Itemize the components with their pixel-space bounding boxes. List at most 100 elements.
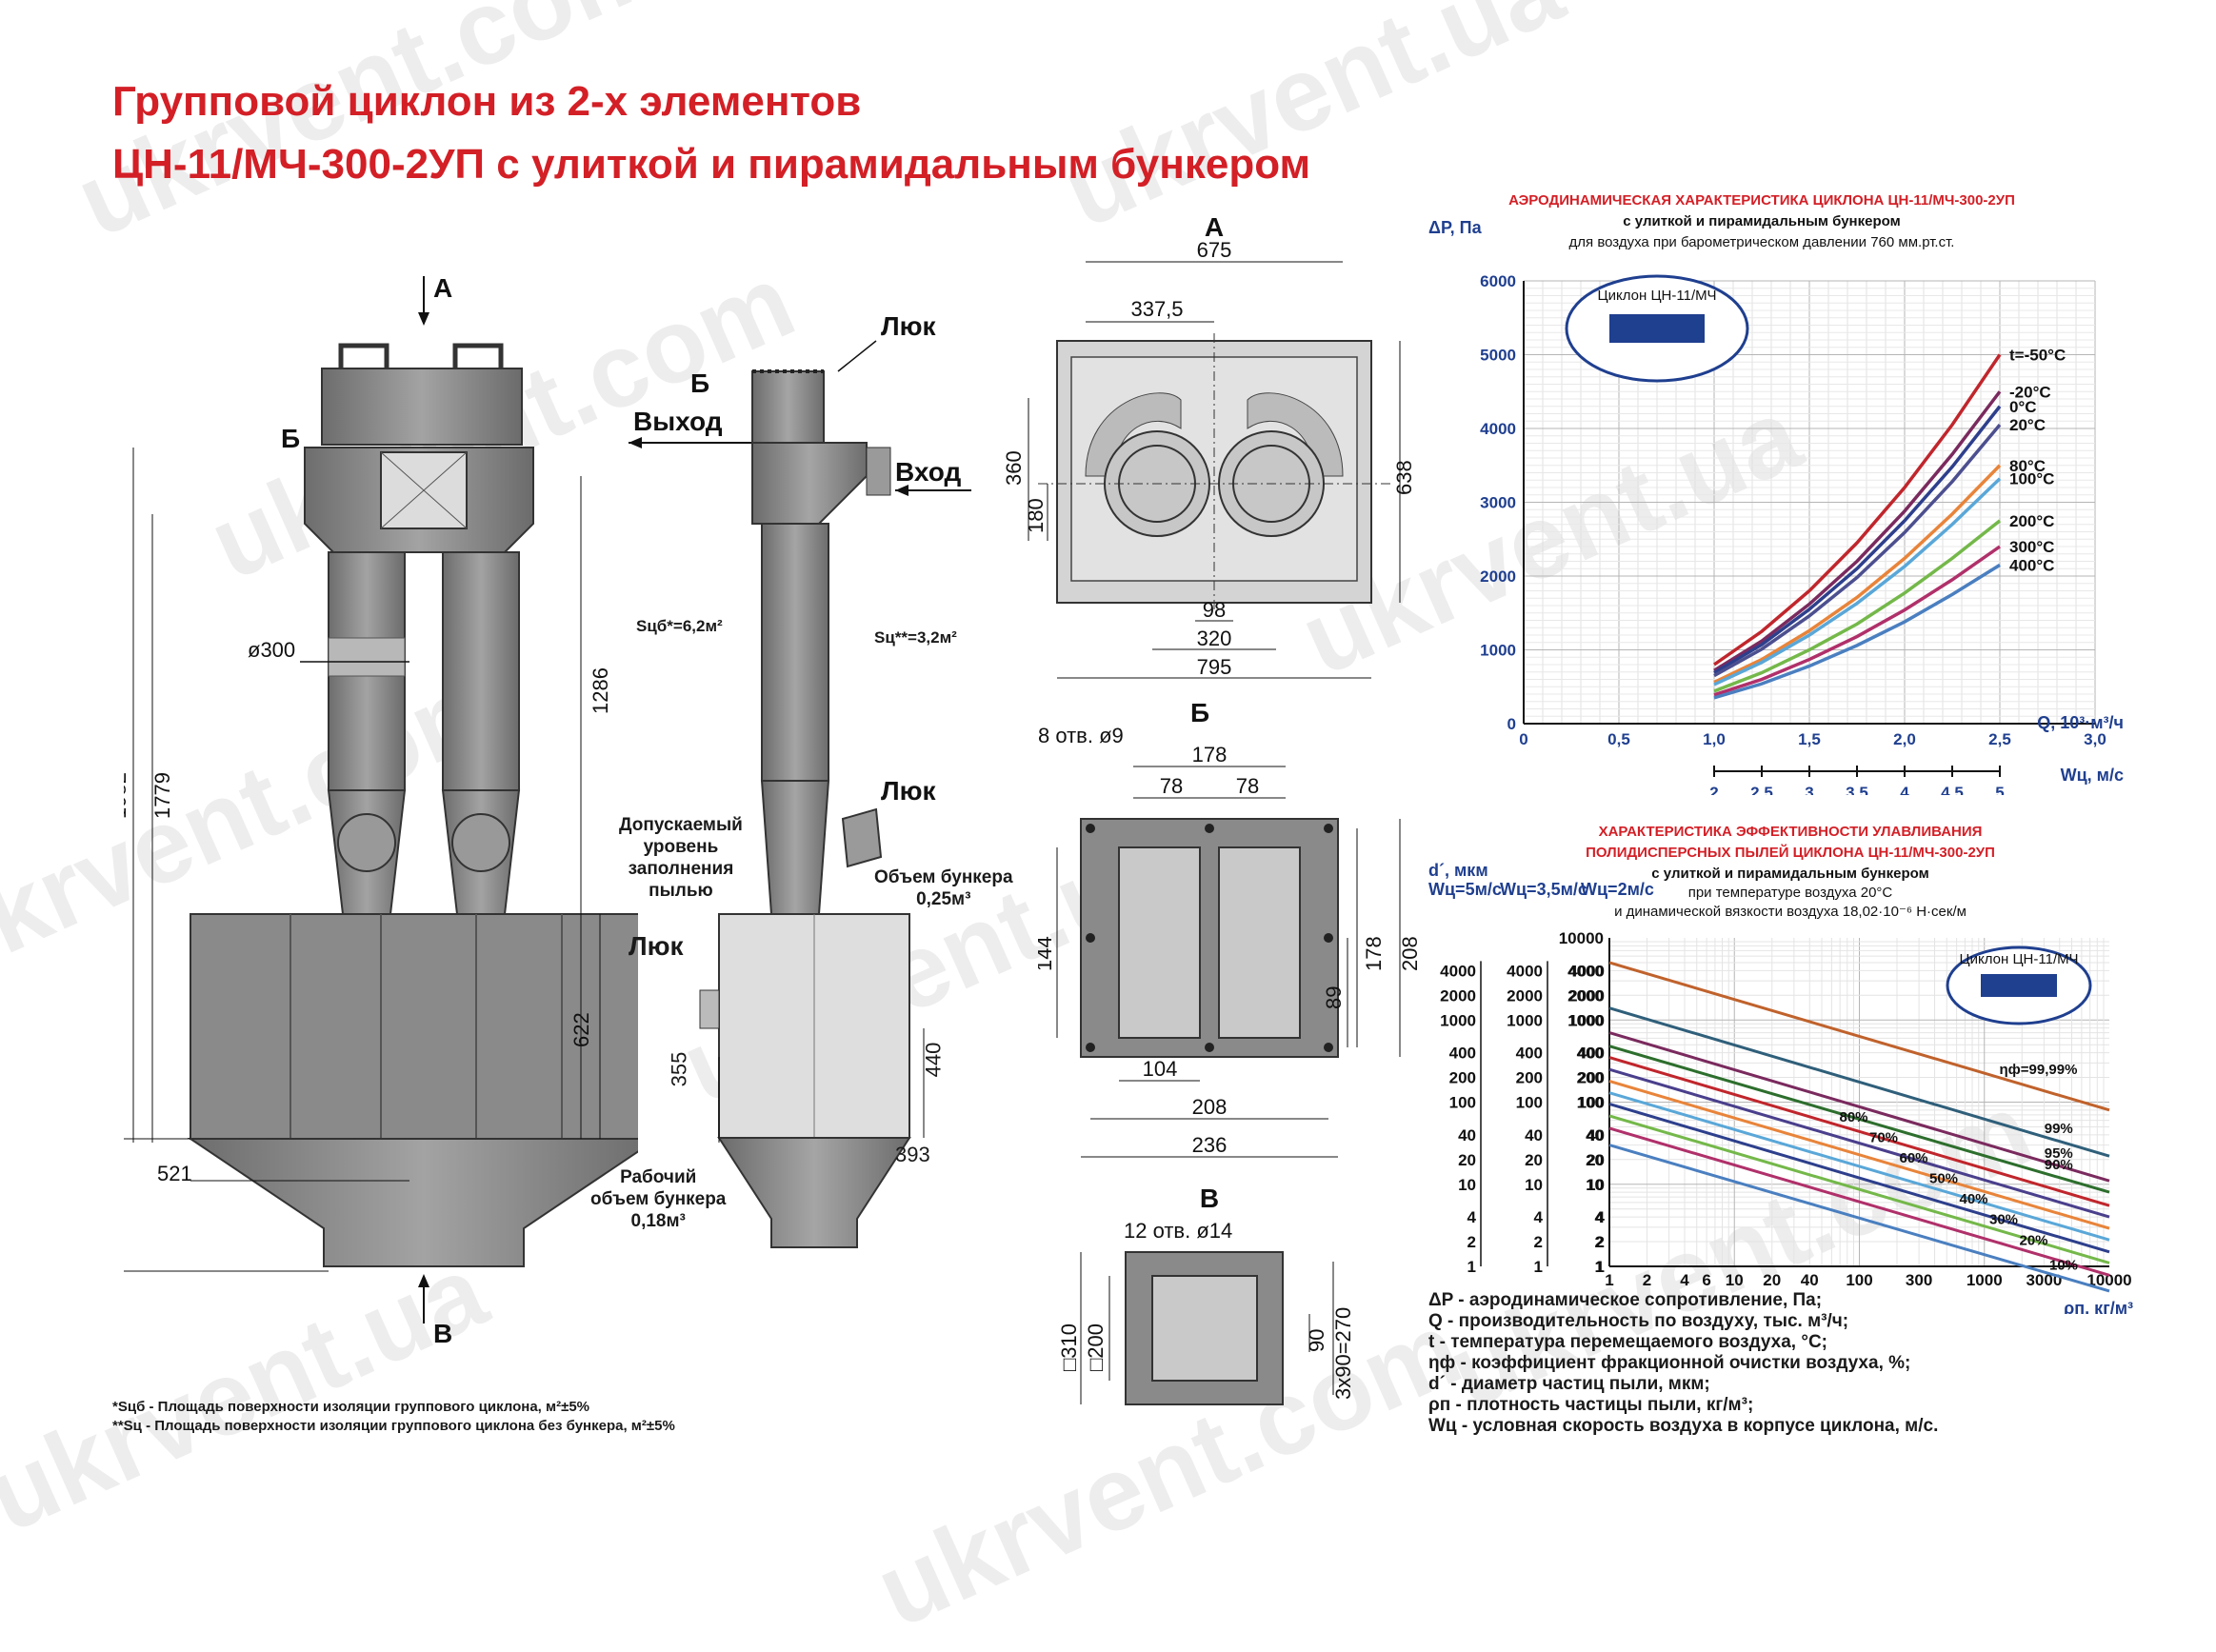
- view-a-dim-360: 360: [1002, 450, 1026, 486]
- view-b-dim-208-side: 208: [1398, 936, 1419, 971]
- series-label: ηф=99,99%: [2000, 1062, 2078, 1078]
- front-label-v: В: [433, 1319, 452, 1348]
- y-tick-label: 0: [1507, 715, 1516, 733]
- chart2-subtitle3: и динамической вязкости воздуха 18,02·10…: [1614, 904, 1966, 920]
- series-label: 100°С: [2009, 470, 2054, 488]
- legend-item: Q - производительность по воздуху, тыс. …: [1428, 1311, 1849, 1331]
- view-v-dim-90: 90: [1305, 1329, 1328, 1352]
- hopper-volume-line: 0,25м³: [916, 889, 971, 909]
- x-tick-label: 100: [1846, 1271, 1872, 1289]
- view-b-label: Б: [1190, 698, 1209, 727]
- fill-level-line: Допускаемый: [619, 815, 743, 835]
- badge2-top: Циклон ЦН-11/МЧ: [1960, 951, 2079, 967]
- chart2-wc-header-2: Wц=3,5м/с: [1500, 880, 1587, 899]
- y-tick-label: 4000: [1480, 420, 1516, 438]
- view-v-dim-310: □310: [1057, 1324, 1081, 1371]
- series-line: [1608, 1045, 2110, 1194]
- x-tick-label: 20: [1763, 1271, 1781, 1289]
- footnote-1: *Sцб - Площадь поверхности изоляции груп…: [112, 1399, 589, 1415]
- view-a-dim-795: 795: [1197, 655, 1232, 679]
- chart1-subtitle: с улиткой и пирамидальным бункером: [1623, 213, 1900, 229]
- series-line: [1608, 1056, 2110, 1207]
- work-volume-line: 0,18м³: [630, 1211, 686, 1231]
- efficiency-chart: ХАРАКТЕРИСТИКА ЭФФЕКТИВНОСТИ УЛАВЛИВАНИЯ…: [1428, 824, 2133, 1314]
- x2-tick-label: 5: [1995, 784, 2004, 795]
- wc-tick-label: 2: [1534, 1233, 1543, 1251]
- x-tick-label: 2,0: [1893, 730, 1916, 748]
- fill-level-line: заполнения: [628, 859, 734, 879]
- wc-tick-label: 10: [1587, 1176, 1605, 1194]
- series-label: 400°С: [2009, 556, 2054, 574]
- wc-tick-label: 1: [1467, 1258, 1476, 1276]
- series-line: [1713, 405, 2002, 675]
- side-outlet-label: Выход: [633, 407, 723, 436]
- chart2-subtitle2: при температуре воздуха 20°С: [1688, 885, 1893, 901]
- badge-chart1: Циклон ЦН-11/МЧ: [1565, 274, 1749, 383]
- legend-item: t - температура перемещаемого воздуха, °…: [1428, 1332, 1828, 1352]
- series-label: 20°С: [2009, 416, 2046, 434]
- page-title-line-2: ЦН-11/МЧ-300-2УП с улиткой и пирамидальн…: [112, 141, 1311, 188]
- work-volume-line: объем бункера: [590, 1189, 727, 1209]
- wc-tick-label: 2: [1596, 1233, 1605, 1251]
- chart2-title2: ПОЛИДИСПЕРСНЫХ ПЫЛЕЙ ЦИКЛОНА ЦН-11/МЧ-30…: [1586, 844, 1995, 861]
- chart2-title: ХАРАКТЕРИСТИКА ЭФФЕКТИВНОСТИ УЛАВЛИВАНИЯ: [1599, 824, 1983, 840]
- y-tick-label: 20: [1586, 1151, 1604, 1169]
- view-a-dim-180: 180: [1024, 498, 1048, 533]
- view-b-dim-104: 104: [1143, 1057, 1178, 1081]
- x-tick-label: 3,0: [2084, 730, 2106, 748]
- wc-tick-label: 4: [1596, 1208, 1606, 1226]
- wc-tick-label: 10: [1458, 1176, 1476, 1194]
- view-v-dim-200: □200: [1084, 1324, 1108, 1371]
- series-line: [1608, 1144, 2110, 1293]
- chart2-wc-header-3: Wц=2м/с: [1581, 880, 1654, 899]
- side-hatch-top: Люк: [881, 311, 937, 341]
- series-label: 70%: [1869, 1130, 1898, 1146]
- chart1-title: АЭРОДИНАМИЧЕСКАЯ ХАРАКТЕРИСТИКА ЦИКЛОНА …: [1508, 192, 2015, 209]
- view-a-dim-337: 337,5: [1130, 297, 1183, 321]
- fill-level-line: уровень: [643, 837, 719, 857]
- chart2-ylabel: d´, мкм: [1428, 861, 1488, 880]
- y-tick-label: 6000: [1480, 272, 1516, 290]
- page-title-line-1: Групповой циклон из 2-х элементов: [112, 78, 862, 125]
- view-b-dim-144: 144: [1038, 936, 1056, 971]
- series-line: [1713, 464, 2002, 685]
- chart2-subtitle: с улиткой и пирамидальным бункером: [1651, 866, 1928, 882]
- y-tick-label: 400: [1577, 1045, 1604, 1063]
- view-b-holes: 8 отв. ø9: [1038, 724, 1124, 747]
- view-b-dim-178-side: 178: [1362, 936, 1386, 971]
- wc-tick-label: 400: [1578, 1045, 1605, 1063]
- front-label-b: Б: [281, 424, 300, 453]
- legend-item: ρп - плотность частицы пыли, кг/м³;: [1428, 1395, 1754, 1415]
- chart2-xlabel: ρп, кг/м³: [2064, 1299, 2133, 1314]
- x-tick-label: 3000: [2026, 1271, 2062, 1289]
- view-v-drawing: В 12 отв. ø14 □310 □200 90 3х90=270: [1057, 1184, 1355, 1405]
- front-dim-622: 622: [569, 1012, 593, 1047]
- y-tick-label: 200: [1577, 1069, 1604, 1087]
- x-tick-label: 1,0: [1703, 730, 1726, 748]
- y-tick-label: 10: [1586, 1176, 1604, 1194]
- series-label: 50%: [1929, 1171, 1958, 1187]
- view-a-drawing: А 675 337,5 360 180 638 98 320 795: [1002, 212, 1416, 679]
- wc-tick-label: 1000: [1507, 1011, 1543, 1029]
- side-inlet-label: Вход: [895, 457, 961, 487]
- wc-tick-label: 200: [1449, 1069, 1476, 1087]
- chart1-xlabel: Q, 10³·м³/ч: [2037, 713, 2124, 732]
- view-b-dim-236: 236: [1192, 1133, 1228, 1157]
- series-label: 80°С: [2009, 457, 2046, 475]
- view-v-label: В: [1200, 1184, 1219, 1213]
- series-label: 90%: [2045, 1157, 2073, 1173]
- side-area-no-hopper: Sц**=3,2м²: [874, 628, 957, 647]
- view-a-dim-675: 675: [1197, 238, 1232, 262]
- series-line: [1608, 1006, 2110, 1158]
- view-b-dim-178-top: 178: [1192, 743, 1228, 766]
- front-dim-521: 521: [157, 1162, 192, 1185]
- series-label: 30%: [1989, 1211, 2018, 1227]
- wc-tick-label: 4000: [1568, 962, 1605, 980]
- legend-item: d´ - диаметр частиц пыли, мкм;: [1428, 1374, 1710, 1394]
- x-tick-label: 0,5: [1607, 730, 1630, 748]
- wc-tick-label: 10: [1525, 1176, 1543, 1194]
- series-label: t=-50°С: [2009, 347, 2066, 365]
- x2-tick-label: 4: [1900, 784, 1909, 795]
- side-label-b: Б: [690, 368, 709, 398]
- legend-item: Wц - условная скорость воздуха в корпусе…: [1428, 1416, 1939, 1436]
